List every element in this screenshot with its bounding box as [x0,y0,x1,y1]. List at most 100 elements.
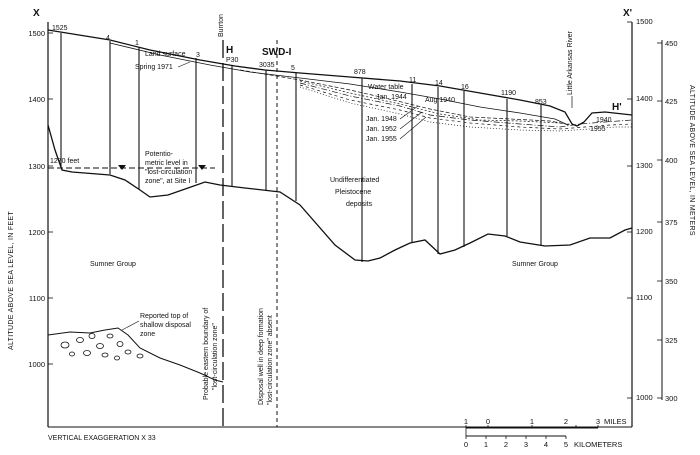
river-label: Little Arkansas River [567,31,574,95]
disposal-well-label-2: "lost-circulation zone" absent [267,315,274,405]
well-label-4: 4 [106,35,110,42]
water-table-jan-1944-line [239,69,571,126]
disposal-zone-pebbles [60,333,144,361]
potentiometric-triangle-right [198,165,206,170]
km-tick-5: 5 [564,440,568,449]
spring-1971-label: Spring 1971 [135,64,173,71]
right-feet-tick-1300: 1300 [636,161,653,170]
vertical-exaggeration-label: VERTICAL EXAGGERATION X 33 [48,435,156,442]
right-feet-tick-1500: 1500 [636,17,653,26]
well-label-878: 878 [354,69,366,76]
water-table-jan-1948-line [299,82,633,128]
right-axis-title: ALTITUDE ABOVE SEA LEVEL, IN METERS [688,85,695,236]
section-end-label: X' [623,8,632,19]
km-tick-0: 0 [464,440,468,449]
left-axis-title: ALTITUDE ABOVE SEA LEVEL, IN FEET [8,211,15,350]
water-table-jan-1955-line [299,86,632,132]
km-tick-4: 4 [544,440,548,449]
km-tick-2: 2 [504,440,508,449]
reported-top-label-3: zone [140,331,155,338]
right-feet-tick-1000: 1000 [636,393,653,402]
land-surface-label: Land surface [145,51,186,58]
swd-well-label: SWD-I [262,47,292,58]
spring-1971-line [109,42,569,126]
year-1955-label: 1955 [590,126,606,133]
water-table-leaders [399,105,427,140]
meter-tick-400: 400 [665,156,678,165]
jan-1955-label: Jan. 1955 [366,136,397,143]
water-table-jan-1952-line [299,84,633,130]
km-unit-label: KILOMETERS [574,440,622,449]
feet-tick-1400: 1400 [28,95,45,104]
miles-unit-label: MILES [604,417,627,426]
land-surface-line [47,29,633,127]
feet-1270-label: 1270 feet [50,158,79,165]
potentiometric-label-line-2: metric level in [145,160,188,167]
potentiometric-label-line-1: Potentio- [145,151,174,158]
potentiometric-triangle-left [118,165,126,170]
disposal-well-label-1: Disposal well in deep formation [258,308,265,405]
feet-tick-1100: 1100 [29,294,45,303]
water-table-label: Water table [368,84,404,91]
section-start-label: X [33,8,40,19]
meter-tick-450: 450 [665,39,678,48]
meter-tick-350: 350 [665,277,678,286]
mile-tick-0: 0 [486,417,490,426]
mile-tick-2: 2 [564,417,568,426]
undifferentiated-label-2: Pleistocene [335,189,371,196]
well-label-1: 1 [135,40,139,47]
section-h-label: H [226,45,233,56]
aug-1940-label: Aug 1940 [425,97,455,104]
year-1940-label: 1940 [596,117,612,124]
meter-tick-425: 425 [665,97,678,106]
eastern-boundary-label-1: Probable eastern boundary of [203,308,210,400]
feet-tick-1300: 1300 [28,162,45,171]
meter-tick-375: 375 [665,218,678,227]
section-h-end-label: H' [612,102,622,113]
well-label-3035: 3035 [259,62,275,69]
feet-tick-1000: 1000 [28,360,45,369]
well-label-3: 3 [196,52,200,59]
meter-ticks [657,42,662,399]
jan-1948-label: Jan. 1948 [366,116,397,123]
meter-tick-300: 300 [665,394,678,403]
well-label-p30: P30 [226,57,239,64]
well-label-5: 5 [291,65,295,72]
well-label-1190: 1190 [501,90,516,97]
km-tick-1: 1 [484,440,488,449]
well-lines [60,33,542,262]
well-label-16: 16 [461,84,469,91]
sumner-group-left-label: Sumner Group [90,261,136,268]
undifferentiated-label-3: deposits [346,201,373,208]
well-label-1525: 1525 [52,25,68,32]
well-label-11: 11 [409,77,416,84]
undifferentiated-label-1: Undifferentiated [330,177,379,184]
feet-tick-1500: 1500 [28,29,45,38]
burrton-label: Burrton [218,14,225,37]
reported-top-label-2: shallow disposal [140,322,191,329]
jan-1952-label: Jan. 1952 [366,126,397,133]
well-label-14: 14 [435,80,443,87]
reported-top-label-1: Reported top of [140,313,188,320]
potentiometric-label-line-3: "lost-circulation [145,169,192,176]
reported-top-leader [121,320,140,331]
eastern-boundary-label-2: "lost-circulation zone" [212,323,219,390]
scale-bar [465,425,599,439]
km-tick-3: 3 [524,440,528,449]
right-feet-tick-1100: 1100 [636,293,652,302]
right-feet-tick-1400: 1400 [636,94,653,103]
sumner-group-right-label: Sumner Group [512,261,558,268]
shallow-disposal-zone-outline [47,327,224,383]
feet-tick-1200: 1200 [28,228,45,237]
mile-tick-1-left: 1 [464,417,468,426]
right-feet-ticks [627,21,632,399]
mile-tick-3: 3 [596,417,600,426]
spring-1971-leader [177,61,191,68]
mile-tick-1: 1 [530,417,534,426]
well-label-853: 853 [535,99,547,106]
potentiometric-label-line-4: zone", at Site I [145,178,190,185]
water-table-aug-1940-line [299,80,576,126]
right-feet-tick-1200: 1200 [636,227,653,236]
jan-1944-label: Jan. 1944 [376,94,407,101]
